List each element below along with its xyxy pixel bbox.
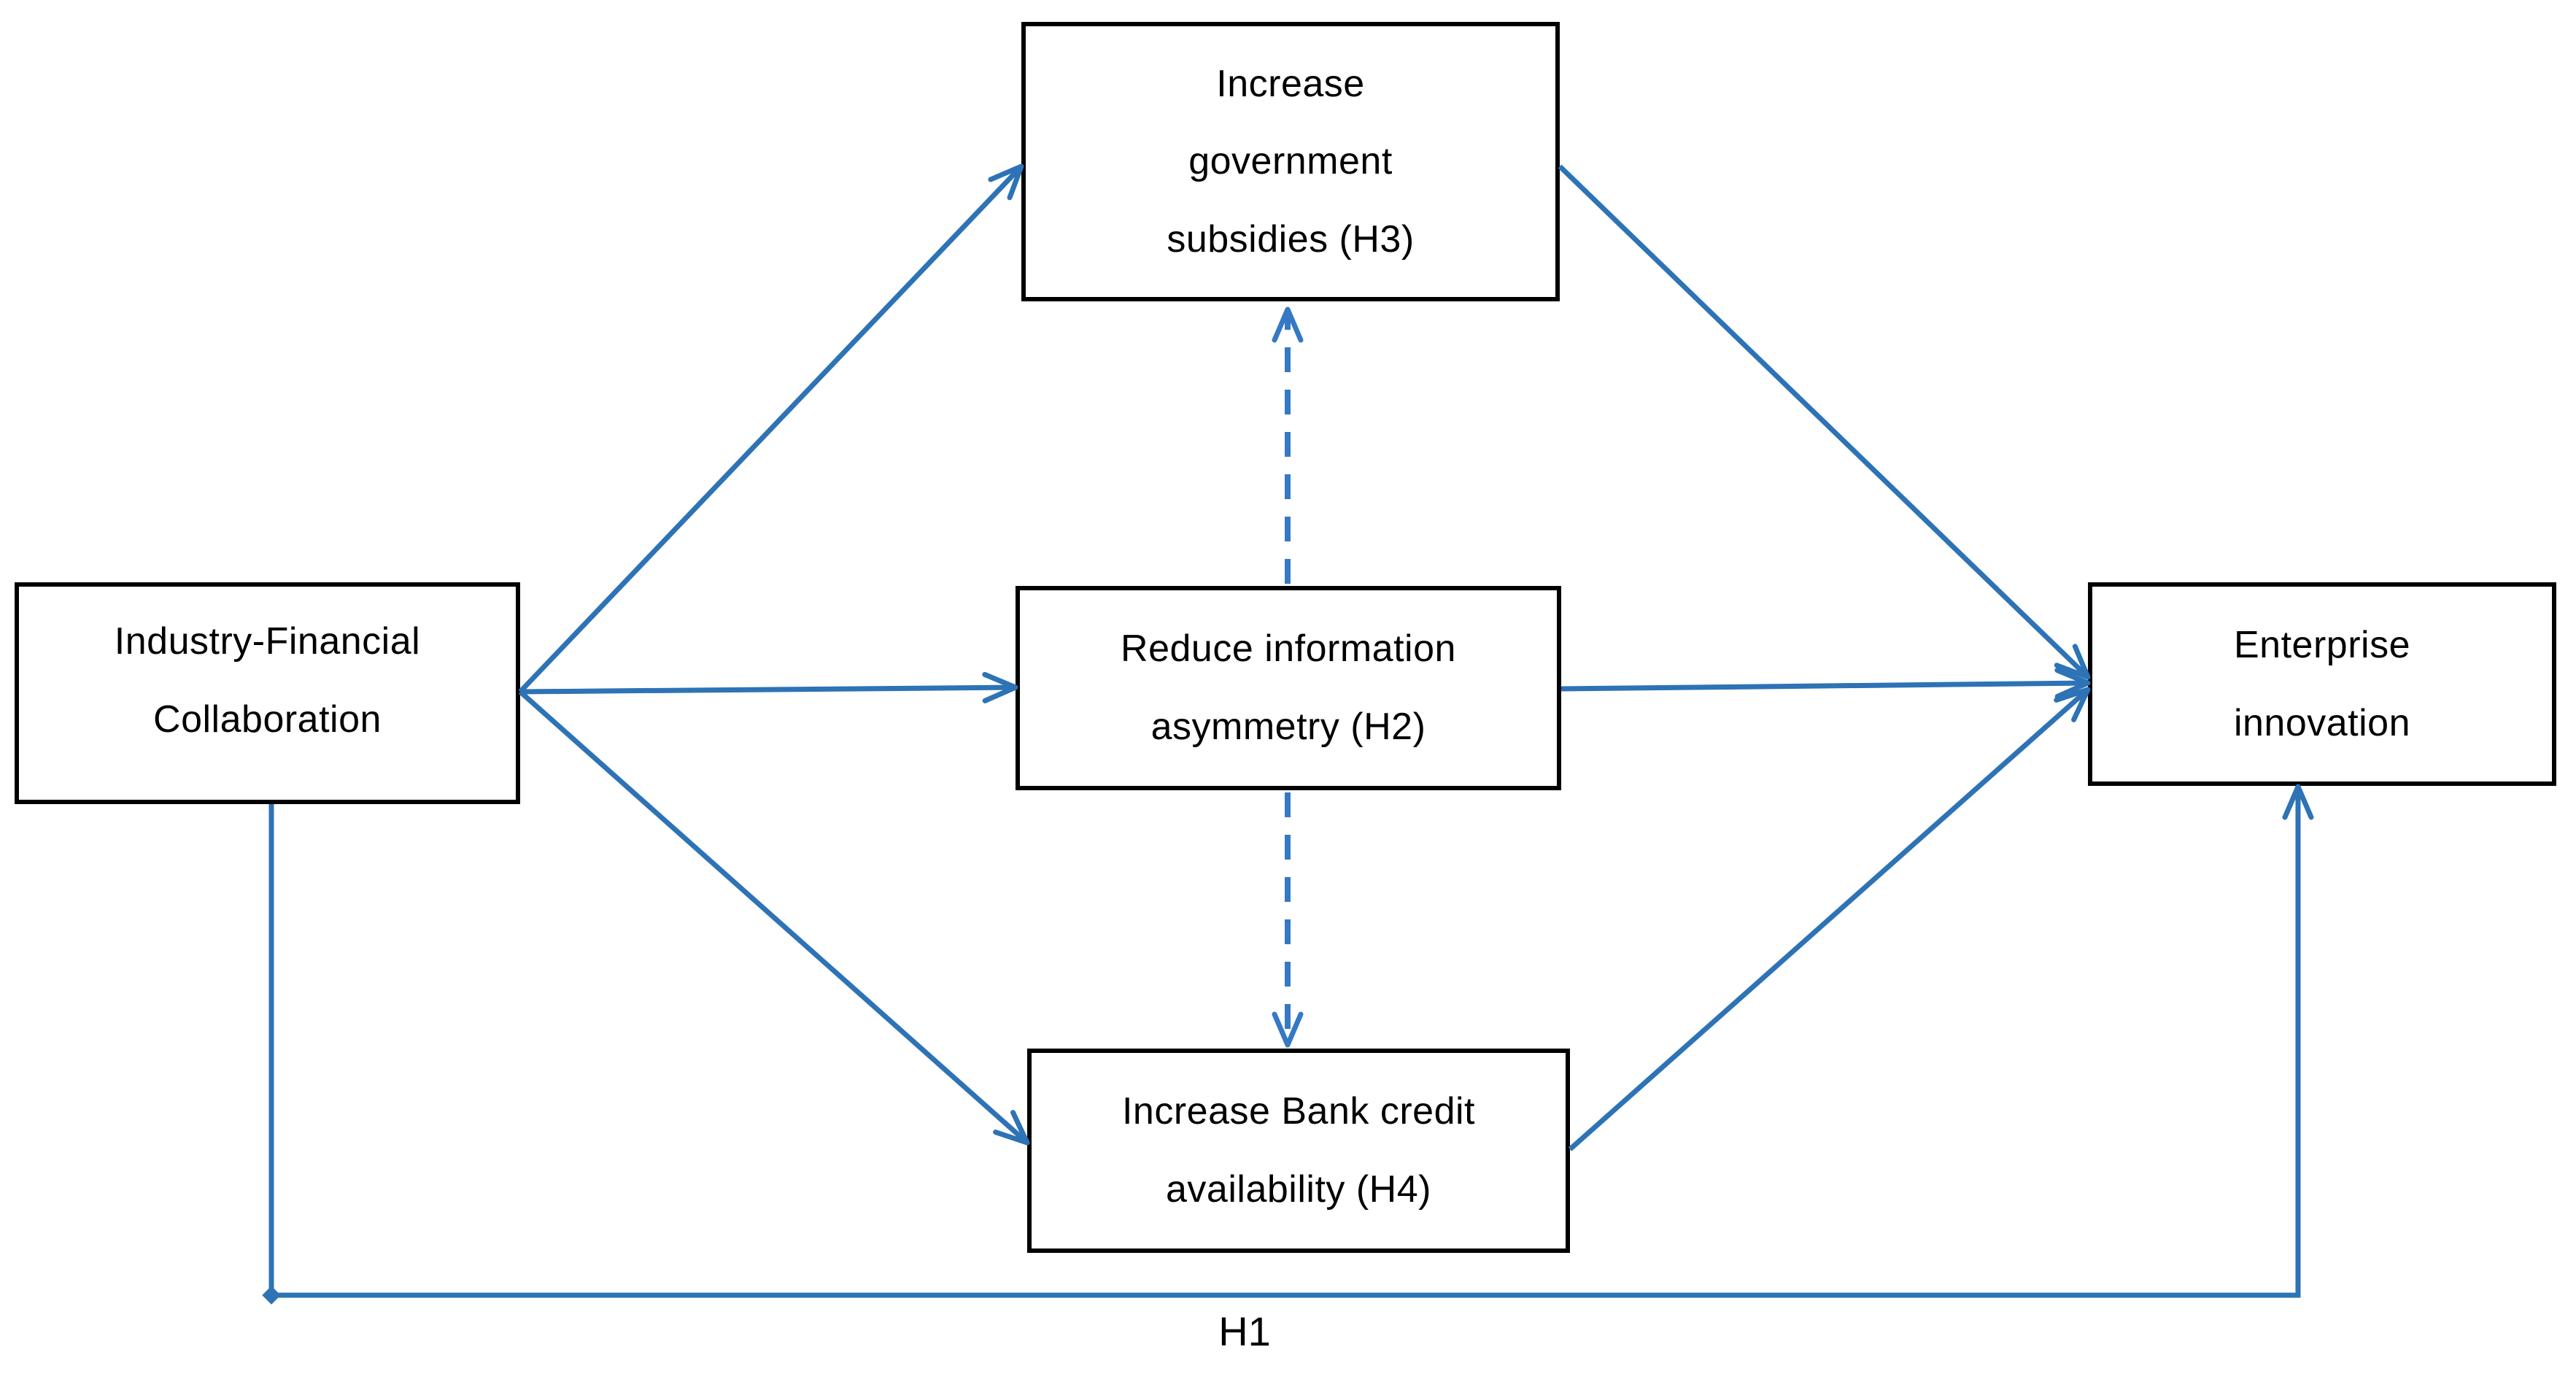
node-reduce-information-asymmetry: Reduce information asymmetry (H2): [1016, 586, 1561, 790]
node-text-line: innovation: [2233, 701, 2411, 744]
node-text-line: asymmetry (H2): [1150, 706, 1426, 748]
node-text-line: availability (H4): [1166, 1168, 1431, 1211]
arrow-credit-to-innovation: [1568, 687, 2091, 1151]
arrow-collaboration-to-information: [519, 671, 1018, 703]
arrow-subsidies-to-innovation: [1558, 164, 2091, 680]
node-text-line: Enterprise: [2234, 623, 2410, 666]
node-increase-government-subsidies: Increase government subsidies (H3): [1021, 22, 1560, 301]
h1-hypothesis-label: H1: [1218, 1308, 1271, 1354]
node-text-line: Industry-Financial: [114, 620, 421, 663]
h1-elbow-dot: [262, 1286, 281, 1305]
node-text-line: government: [1188, 140, 1393, 183]
arrow-collaboration-to-subsidies: [518, 163, 1024, 694]
arrow-collaboration-to-credit: [518, 690, 1030, 1146]
node-text-line: Increase Bank credit: [1121, 1090, 1476, 1133]
arrow-information-to-innovation: [1560, 667, 2091, 699]
node-text-line: Increase: [1216, 62, 1365, 105]
node-industry-financial-collaboration: Industry-Financial Collaboration: [15, 582, 520, 804]
node-text-line: Reduce information: [1121, 628, 1456, 671]
node-increase-bank-credit-availability: Increase Bank credit availability (H4): [1027, 1049, 1570, 1253]
node-enterprise-innovation: Enterprise innovation: [2088, 582, 2556, 786]
node-text-line: Collaboration: [153, 698, 382, 741]
node-text-line: subsidies (H3): [1167, 217, 1415, 260]
